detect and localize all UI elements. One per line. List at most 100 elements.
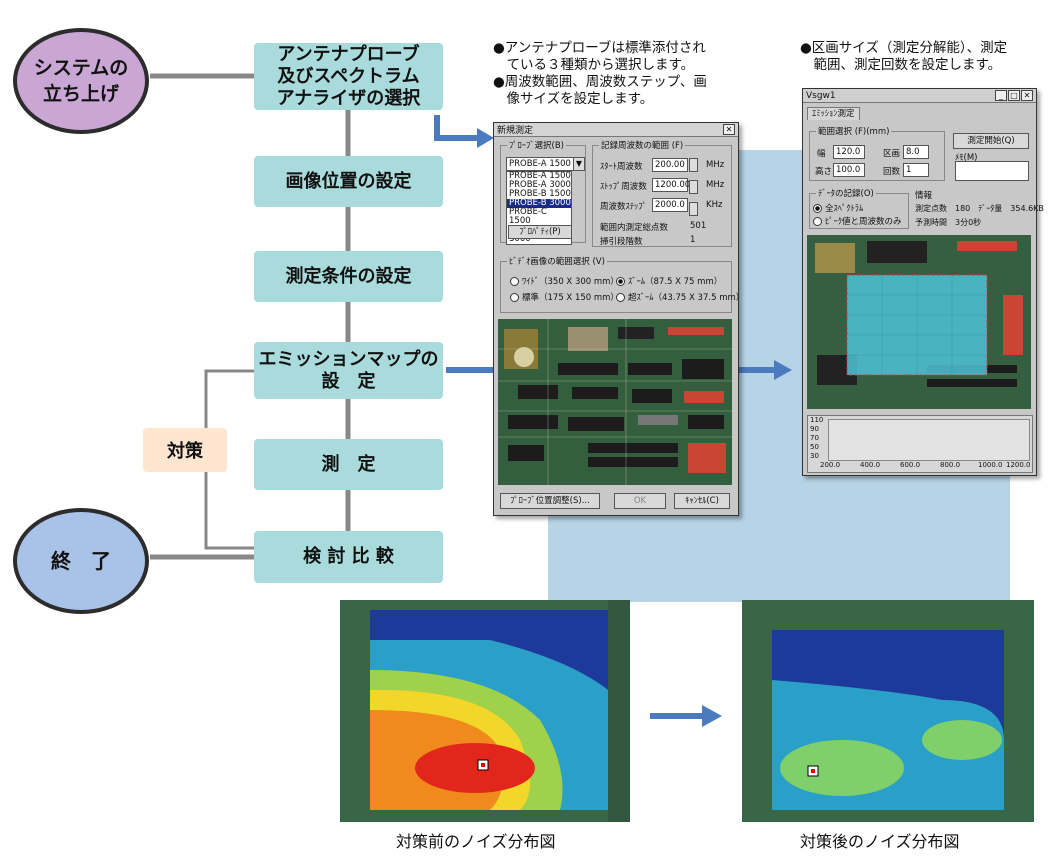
radio-icon — [510, 293, 519, 302]
record-group-label: ﾃﾞｰﾀの記録(O) — [816, 187, 876, 199]
note-probe: ●アンテナプローブは標準添付され ている３種類から選択します。 ●周波数範囲、周… — [493, 40, 707, 107]
radio-zoom[interactable]: ｽﾞｰﾑ（87.5 X 75 mm） — [616, 275, 722, 287]
ok-button[interactable]: OK — [614, 493, 666, 509]
stop-freq-unit: MHz — [706, 180, 725, 190]
info-time: 予測時間 3分0秒 — [915, 218, 982, 227]
note-section: ●区画サイズ（測定分解能）、測定 範囲、測定回数を設定します。 — [800, 40, 1008, 73]
noise-map-after-graphic — [742, 600, 1034, 822]
height-label: 高さ — [815, 167, 833, 177]
x-tick: 800.0 — [940, 461, 961, 469]
emission-map-graphic — [807, 235, 1031, 409]
close-icon[interactable]: ✕ — [1021, 90, 1033, 101]
radio-wide[interactable]: ﾜｲﾄﾞ（350 X 300 mm） — [510, 275, 619, 287]
chevron-down-icon[interactable]: ▼ — [573, 157, 585, 171]
end-circle: 終 了 — [13, 508, 149, 614]
caption-before: 対策前のノイズ分布図 — [396, 832, 556, 851]
y-tick: 70 — [810, 434, 819, 442]
start-measurement-button[interactable]: 測定開始(Q) — [953, 133, 1029, 149]
x-tick: 200.0 — [820, 461, 841, 469]
stop-freq-input[interactable]: 1200.00 — [652, 178, 690, 192]
start-freq-input[interactable]: 200.00 — [652, 158, 688, 172]
sweep-value: 1 — [690, 235, 696, 245]
stop-freq-label: ｽﾄｯﾌﾟ周波数 — [600, 182, 647, 192]
memo-label: ﾒﾓ(M) — [955, 153, 978, 163]
maximize-icon[interactable]: □ — [1008, 90, 1020, 101]
probe-group-label: ﾌﾟﾛｰﾌﾞ選択(B) — [507, 139, 566, 151]
dialog2-title: Vsgw1 — [806, 90, 836, 101]
info-label: 情報 — [915, 191, 933, 201]
y-tick: 30 — [810, 452, 819, 460]
pcb-video-image — [498, 319, 732, 485]
minimize-icon[interactable]: _ — [995, 90, 1007, 101]
tab-emission[interactable]: ｴﾐｯｼｮﾝ測定 — [807, 107, 860, 120]
width-input[interactable]: 120.0 — [833, 145, 865, 159]
probe-position-button[interactable]: ﾌﾟﾛｰﾌﾞ位置調整(S)... — [500, 493, 600, 509]
radio-selected-icon — [616, 277, 625, 286]
height-input[interactable]: 100.0 — [833, 163, 865, 177]
step-measure: 測 定 — [254, 439, 443, 490]
dialog1-titlebar: 新規測定 ✕ — [494, 123, 738, 137]
radio-icon — [510, 277, 519, 286]
spin-buttons[interactable] — [689, 158, 698, 216]
points-value: 501 — [690, 221, 707, 231]
start-circle: システムの 立ち上げ — [13, 28, 149, 134]
radio-wide-label: ﾜｲﾄﾞ（350 X 300 mm） — [522, 277, 619, 287]
section-input[interactable]: 8.0 — [903, 145, 929, 159]
radio-icon — [813, 217, 822, 226]
area-group-label: 範囲選択 (F)(mm) — [816, 125, 892, 137]
frequency-group: 記録周波数の範囲 (F) — [592, 139, 732, 247]
frequency-group-label: 記録周波数の範囲 (F) — [599, 139, 686, 151]
probe-option-highlighted[interactable]: PROBE-B 3000 — [507, 198, 571, 208]
probe-selected-value: PROBE-A 1500 — [509, 159, 571, 169]
emission-map-image — [807, 235, 1031, 409]
y-tick: 90 — [810, 425, 819, 433]
x-tick: 1200.0 — [1006, 461, 1031, 469]
pcb-image-graphic — [498, 319, 732, 485]
radio-superzoom[interactable]: 超ｽﾞｰﾑ（43.75 X 37.5 mm） — [616, 291, 744, 303]
area-group: 範囲選択 (F)(mm) — [809, 125, 945, 181]
radio-all-spectrum[interactable]: 全ｽﾍﾟｸﾄﾗﾑ — [813, 202, 863, 214]
start-freq-label: ｽﾀｰﾄ周波数 — [600, 162, 643, 172]
emission-measurement-window: Vsgw1 _ □ ✕ ｴﾐｯｼｮﾝ測定 範囲選択 (F)(mm) 幅 120.… — [802, 88, 1044, 476]
property-button[interactable]: ﾌﾟﾛﾊﾟﾃｨ(P) — [508, 225, 572, 239]
spectrum-graph: 110 90 70 50 30 200.0 400.0 600.0 800.0 … — [807, 415, 1033, 473]
x-tick: 600.0 — [900, 461, 921, 469]
freq-step-input[interactable]: 2000.0 — [652, 198, 688, 212]
x-tick: 1000.0 — [978, 461, 1003, 469]
radio-superzoom-label: 超ｽﾞｰﾑ（43.75 X 37.5 mm） — [628, 293, 745, 303]
radio-peak-label: ﾋﾟｰｸ値と周波数のみ — [825, 217, 902, 227]
x-tick: 400.0 — [860, 461, 881, 469]
probe-select[interactable]: PROBE-A 1500 — [506, 157, 574, 171]
new-measurement-dialog: 新規測定 ✕ ﾌﾟﾛｰﾌﾞ選択(B) PROBE-A 1500 ▼ PROBE-… — [493, 122, 744, 516]
probe-option[interactable]: PROBE-A 3000 — [509, 180, 571, 190]
noise-map-before — [340, 600, 630, 822]
step-measure-conditions: 測定条件の設定 — [254, 251, 443, 302]
close-icon[interactable]: ✕ — [723, 124, 735, 135]
probe-option[interactable]: PROBE-C 1500 — [509, 207, 547, 226]
video-range-group: ﾋﾞﾃﾞｵ画像の範囲選択 (V) — [500, 255, 732, 313]
radio-all-label: 全ｽﾍﾟｸﾄﾗﾑ — [825, 204, 864, 214]
freq-step-label: 周波数ｽﾃｯﾌﾟ — [600, 202, 647, 212]
record-group: ﾃﾞｰﾀの記録(O) — [809, 187, 909, 229]
probe-option[interactable]: PROBE-A 1500 — [509, 171, 571, 181]
radio-standard[interactable]: 標準（175 X 150 mm） — [510, 291, 619, 303]
count-input[interactable]: 1 — [903, 163, 929, 177]
freq-step-unit: KHz — [706, 200, 723, 210]
cancel-button[interactable]: ｷｬﾝｾﾙ(C) — [674, 493, 730, 509]
radio-zoom-label: ｽﾞｰﾑ（87.5 X 75 mm） — [628, 277, 723, 287]
y-tick: 50 — [810, 443, 819, 451]
radio-standard-label: 標準（175 X 150 mm） — [522, 293, 619, 303]
noise-map-before-graphic — [340, 600, 630, 822]
width-label: 幅 — [817, 149, 826, 159]
graph-plot-area — [828, 419, 1030, 461]
caption-after: 対策後のノイズ分布図 — [800, 832, 960, 851]
probe-option[interactable]: PROBE-B 1500 — [509, 189, 571, 199]
section-label: 区画 — [883, 149, 901, 159]
radio-peak[interactable]: ﾋﾟｰｸ値と周波数のみ — [813, 215, 902, 227]
radio-selected-icon — [813, 204, 822, 213]
points-label: 範囲内測定総点数 — [600, 223, 669, 233]
y-tick: 110 — [810, 416, 824, 424]
memo-input[interactable] — [955, 161, 1029, 181]
countermeasure-box: 対策 — [143, 428, 227, 472]
radio-icon — [616, 293, 625, 302]
